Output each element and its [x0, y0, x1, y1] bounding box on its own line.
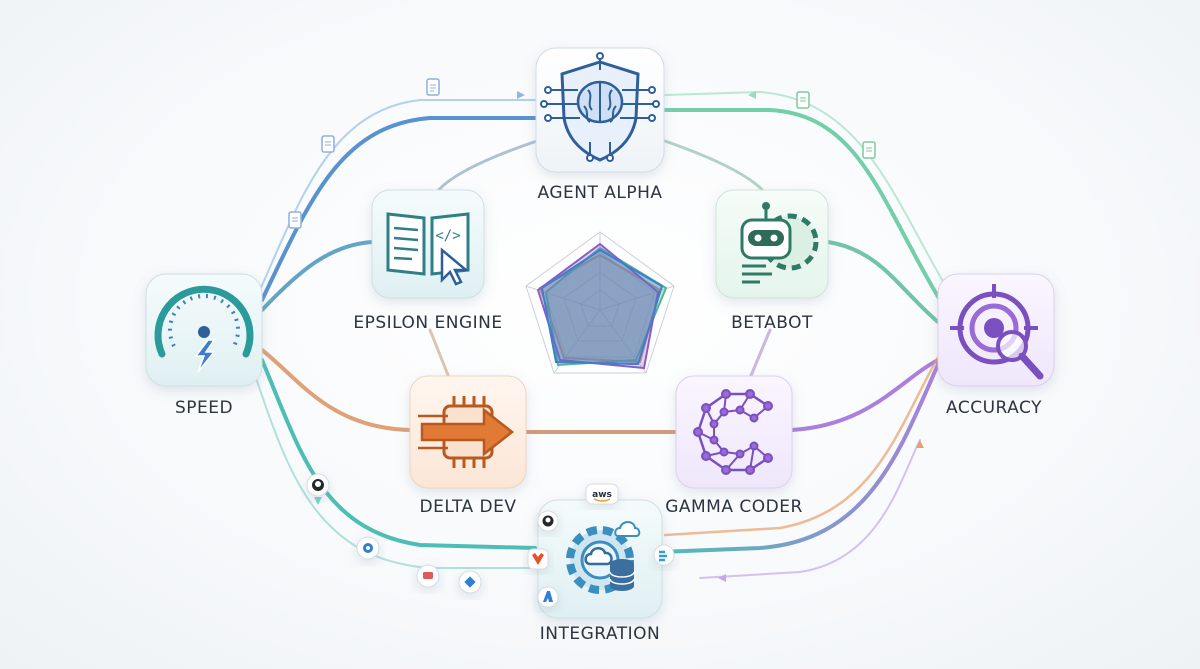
- radar-ring: [525, 231, 675, 374]
- diamond-icon: [458, 570, 482, 594]
- gitlab-icon: [527, 548, 549, 570]
- betabot-label: BETABOT: [731, 313, 813, 333]
- node-integration[interactable]: [527, 483, 675, 619]
- accuracy-label: ACCURACY: [946, 398, 1042, 418]
- connector-speed-epsilon: [260, 240, 374, 312]
- connector-speed-delta: [260, 348, 412, 432]
- document-icon: [862, 141, 876, 159]
- robot-gear-icon: [740, 202, 819, 284]
- document-icons: [288, 78, 876, 229]
- service-icon: [653, 544, 675, 566]
- flow-arrows: [314, 91, 924, 582]
- settings-icon: [356, 536, 380, 560]
- node-delta-dev[interactable]: [409, 375, 527, 489]
- arrow-head: [314, 497, 322, 505]
- arrow-head: [748, 91, 756, 99]
- node-accuracy[interactable]: [937, 273, 1055, 387]
- connector-betabot-gamma: [748, 328, 772, 380]
- target-icon: [950, 284, 1044, 380]
- document-icon: [426, 78, 440, 96]
- radar-series-blue: [540, 248, 664, 366]
- epsilon-engine-label: EPSILON ENGINE: [353, 313, 503, 333]
- node-agent-alpha[interactable]: [535, 47, 665, 173]
- document-icon: [796, 91, 810, 109]
- delta-dev-label: DELTA DEV: [419, 497, 517, 517]
- radar-chart: [525, 231, 675, 374]
- connector-integration-accuracy-orange: [663, 343, 947, 537]
- connector-gamma-accuracy: [790, 358, 940, 432]
- node-gamma-coder[interactable]: [675, 375, 793, 489]
- arrow-head: [517, 91, 525, 99]
- integration-label: INTEGRATION: [539, 624, 661, 644]
- service-badges: [306, 473, 482, 594]
- document-icon: [288, 211, 302, 229]
- radar-ring: [563, 271, 637, 342]
- connector-speed-integration-outer: [254, 374, 536, 569]
- svg-text:</>: </>: [435, 228, 460, 244]
- azure-icon: [537, 586, 559, 608]
- radar-ring: [580, 289, 620, 327]
- speedometer-icon: [154, 285, 254, 373]
- node-epsilon-engine[interactable]: </>: [371, 189, 485, 299]
- aws-icon: [585, 483, 619, 505]
- connector-alpha-accuracy: [663, 108, 942, 302]
- github-icon: [306, 473, 330, 497]
- gamma-coder-label: GAMMA CODER: [665, 497, 803, 517]
- gear-cloud-database-icon: [566, 521, 641, 594]
- connector-epsilon-delta: [428, 328, 452, 382]
- arrow-head: [916, 440, 924, 448]
- network-c-icon: [693, 389, 773, 475]
- arrow-head: [718, 574, 726, 582]
- node-betabot[interactable]: [715, 189, 829, 299]
- github-icon: [537, 510, 559, 532]
- connector-betabot-accuracy: [826, 240, 940, 324]
- connector-speed-alpha-outer: [259, 99, 536, 291]
- chat-icon: [416, 564, 440, 588]
- chip-arrow-icon: [418, 396, 515, 468]
- agent-alpha-label: AGENT ALPHA: [537, 183, 663, 203]
- connector-integration-accuracy: [658, 358, 942, 554]
- document-icon: [321, 135, 335, 153]
- aws-badge-label: aws: [592, 490, 612, 500]
- speed-label: SPEED: [174, 398, 234, 418]
- connector-speed-alpha: [260, 116, 537, 302]
- brain-shield-icon: [540, 52, 660, 162]
- node-speed[interactable]: [145, 273, 263, 387]
- connector-integration-accuracy-outer: [699, 439, 921, 579]
- book-cursor-icon: </>: [386, 212, 470, 286]
